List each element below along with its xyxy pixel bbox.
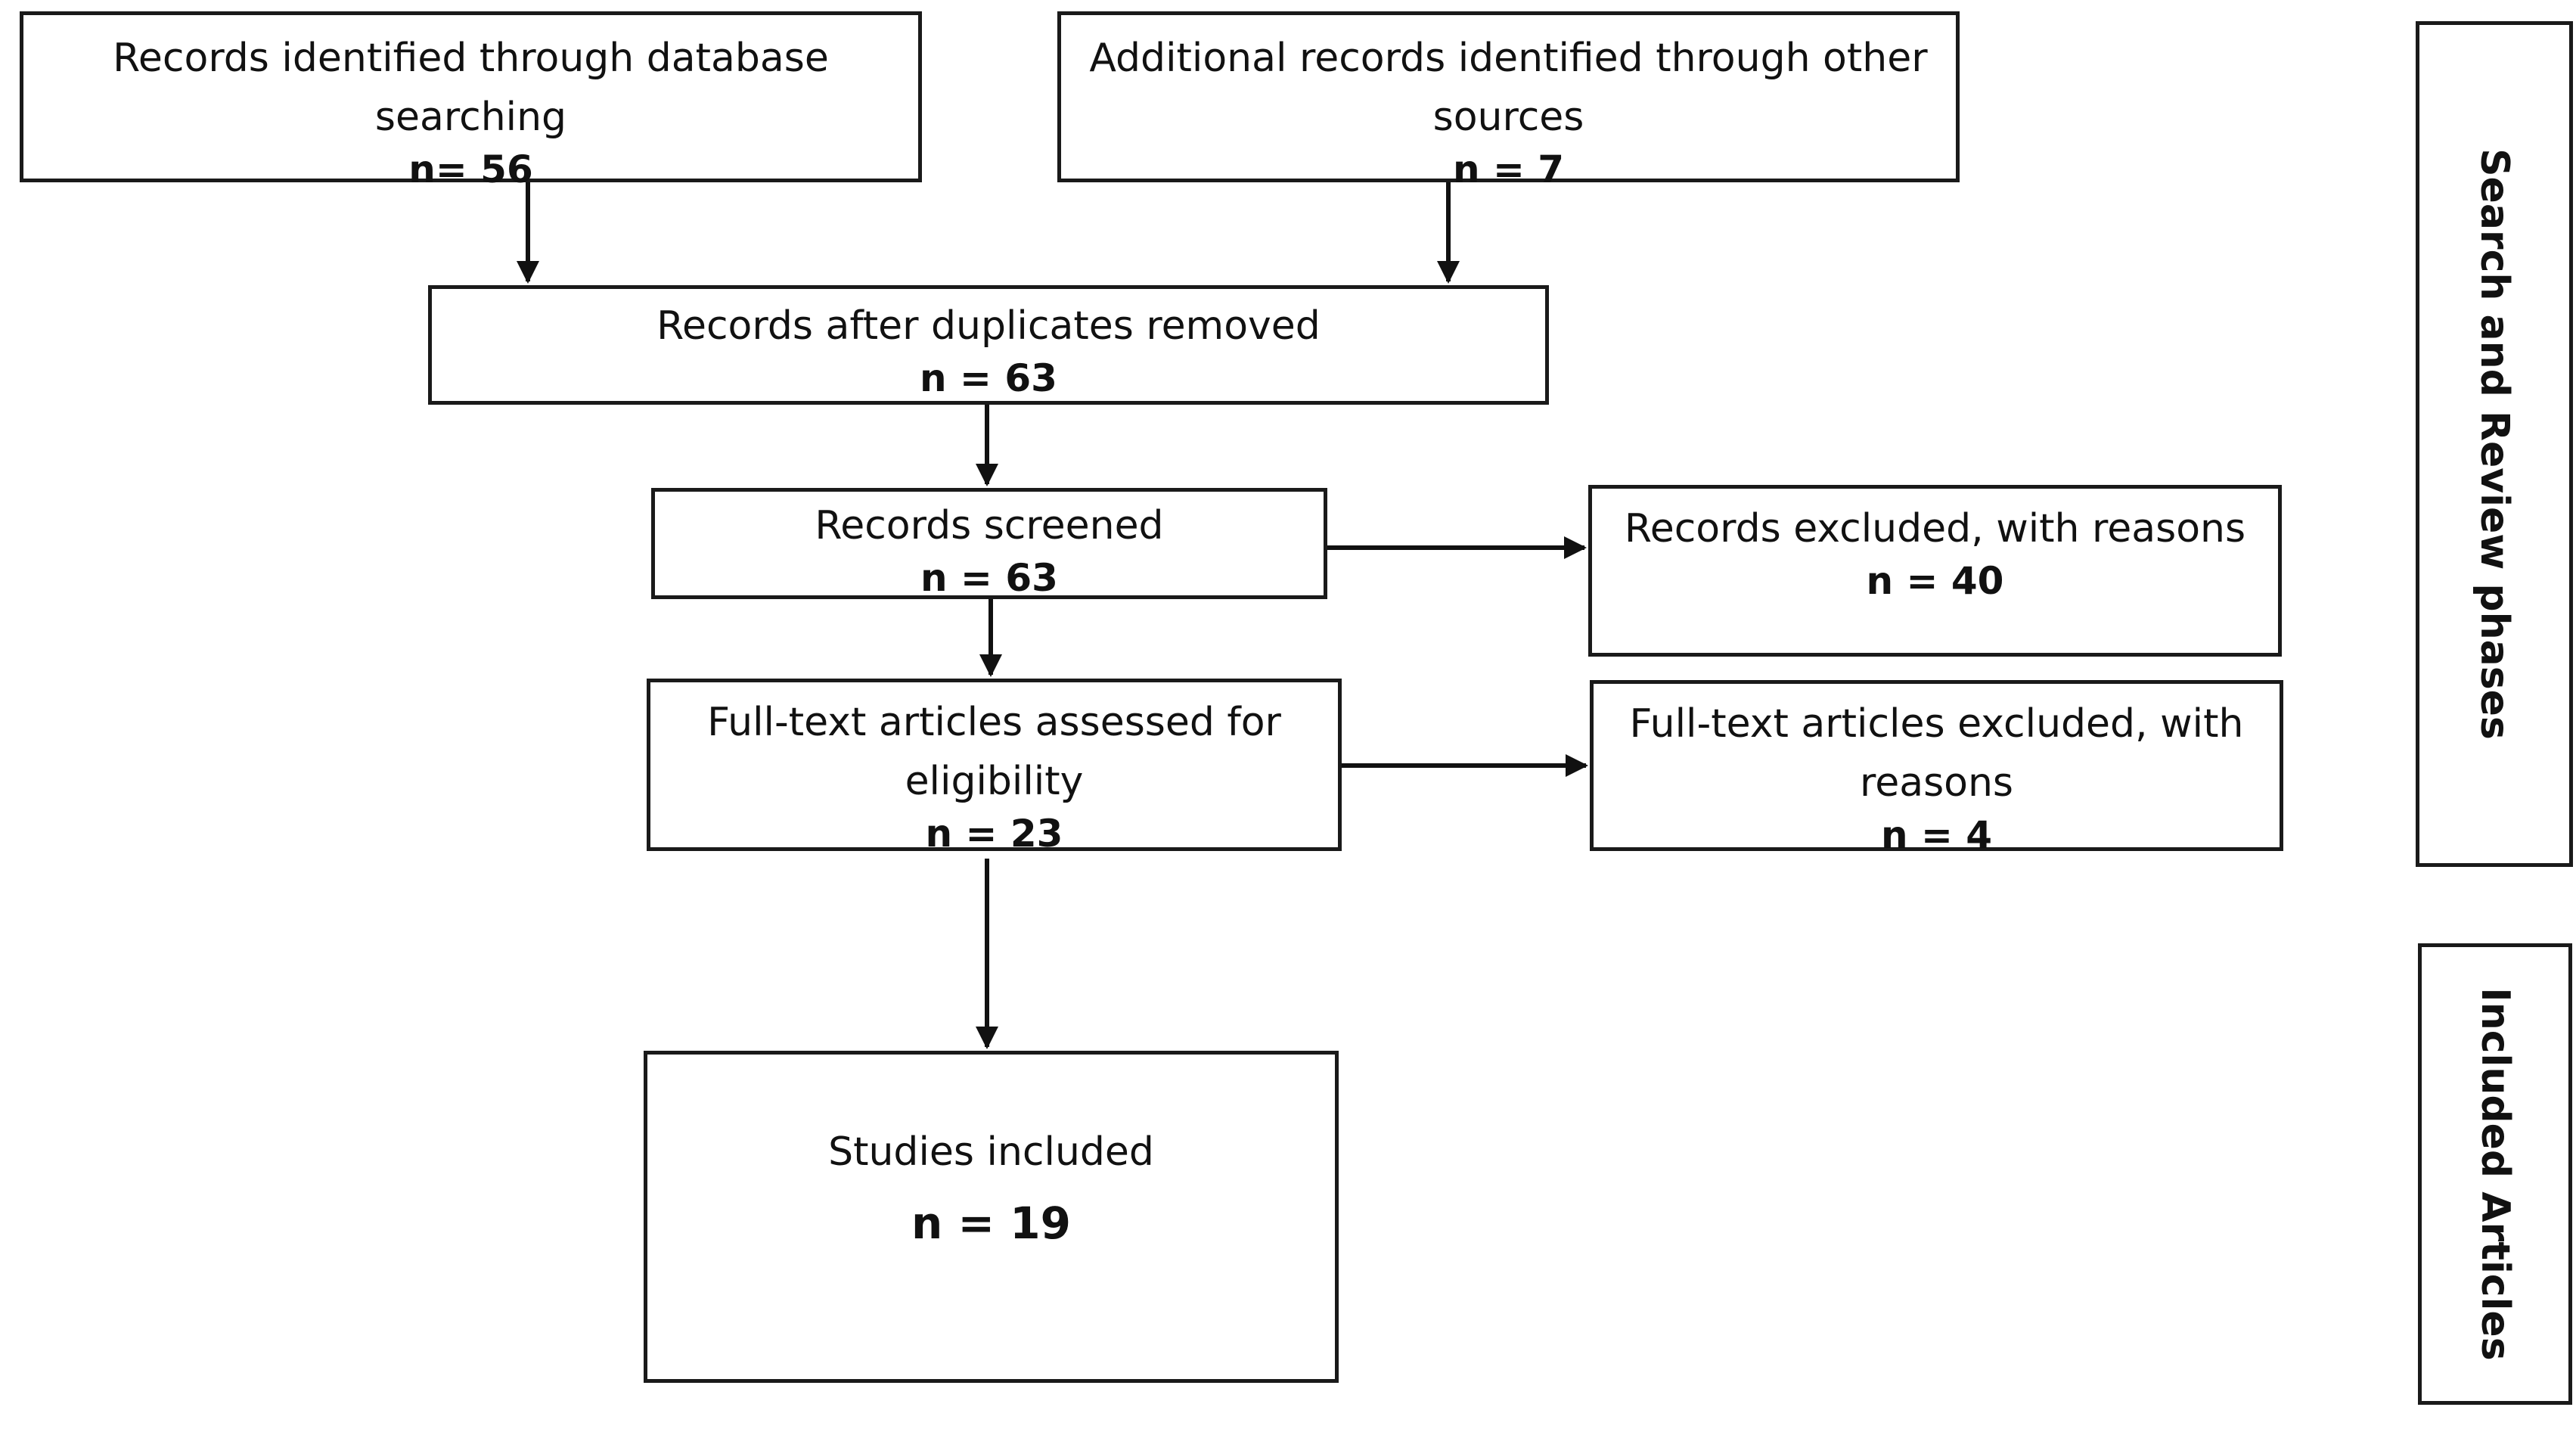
node-label: Records identified through database sear…	[113, 36, 829, 140]
node-count: n = 63	[920, 556, 1058, 600]
node-records-excluded: Records excluded, with reasons n = 40	[1588, 485, 2282, 657]
node-count: n = 40	[1866, 559, 2004, 603]
node-other-sources: Additional records identified through ot…	[1057, 11, 1960, 191]
node-count: n = 7	[1452, 148, 1565, 191]
phase-included: Included Articles	[2418, 943, 2572, 1405]
node-full-text-excluded: Full-text articles excluded, with reason…	[1590, 680, 2283, 857]
node-label: Full-text articles excluded, with reason…	[1629, 701, 2244, 806]
node-label: Records after duplicates removed	[656, 303, 1321, 349]
node-count: n = 23	[925, 812, 1063, 856]
node-label: Additional records identified through ot…	[1089, 36, 1928, 140]
node-count: n = 19	[911, 1197, 1071, 1249]
node-label: Studies included	[828, 1129, 1154, 1175]
node-screened: Records screened n = 63	[651, 488, 1327, 600]
node-count: n= 56	[408, 148, 533, 191]
node-studies-included: Studies included n = 19	[644, 1051, 1339, 1383]
node-label: Records excluded, with reasons	[1624, 506, 2246, 551]
node-count: n = 63	[920, 356, 1057, 400]
phase-search-review: Search and Review phases	[2416, 21, 2573, 867]
node-database-search: Records identified through database sear…	[20, 11, 922, 191]
node-count: n = 4	[1880, 813, 1993, 857]
node-label: Full-text articles assessed for eligibil…	[707, 700, 1281, 804]
node-label: Records screened	[815, 503, 1164, 548]
node-full-text-assessed: Full-text articles assessed for eligibil…	[647, 679, 1342, 856]
node-after-duplicates: Records after duplicates removed n = 63	[428, 285, 1549, 405]
